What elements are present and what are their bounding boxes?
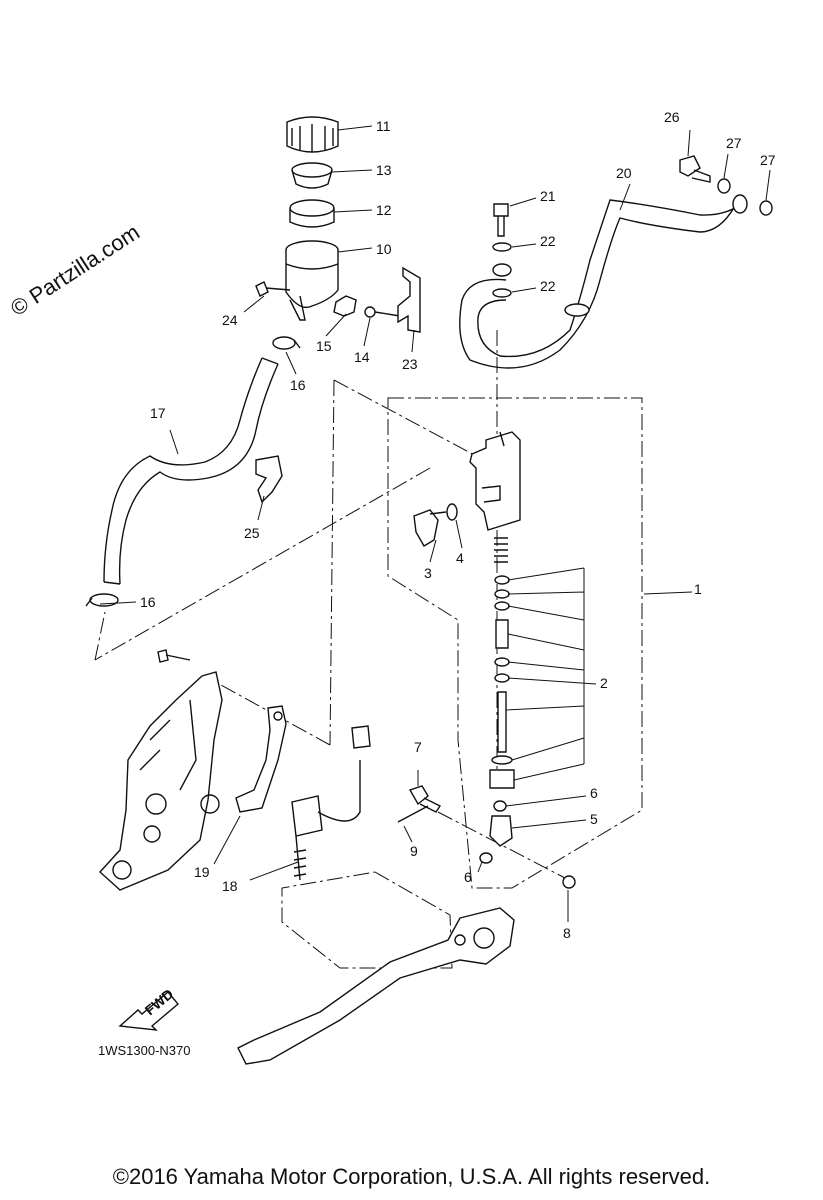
switch-bracket bbox=[235, 705, 287, 813]
piston-kit-stack bbox=[489, 537, 515, 789]
brake-light-switch bbox=[291, 725, 371, 881]
alignment-lines bbox=[94, 330, 566, 969]
pedal-washer bbox=[562, 875, 576, 889]
bracket-bolt-top bbox=[157, 649, 191, 663]
callout-8: 8 bbox=[563, 925, 571, 941]
footrest-bracket bbox=[99, 671, 223, 891]
nut-upper bbox=[493, 800, 507, 812]
cotter-pin bbox=[397, 805, 429, 823]
callout-12: 12 bbox=[376, 202, 392, 218]
hose-holder bbox=[255, 455, 283, 504]
copper-washer-22a bbox=[492, 242, 512, 252]
callout-22-lower: 22 bbox=[540, 278, 556, 294]
callout-5: 5 bbox=[590, 811, 598, 827]
diaphragm-holder bbox=[289, 199, 335, 228]
callout-16-upper: 16 bbox=[290, 377, 306, 393]
reservoir-diaphragm bbox=[291, 162, 333, 189]
clevis bbox=[489, 815, 513, 847]
tank-bolt bbox=[255, 281, 291, 297]
reservoir-hose bbox=[103, 357, 279, 585]
callout-24: 24 bbox=[222, 312, 238, 328]
assembly-outline bbox=[387, 397, 643, 889]
reservoir-bracket bbox=[397, 266, 421, 333]
diagram-code: 1WS1300-N370 bbox=[98, 1043, 191, 1058]
callout-14: 14 bbox=[354, 349, 370, 365]
bracket-bolt bbox=[364, 306, 401, 318]
hose-union-eye bbox=[492, 263, 512, 277]
callout-21: 21 bbox=[540, 188, 556, 204]
callout-16-lower: 16 bbox=[140, 594, 156, 610]
reservoir-tank bbox=[285, 240, 339, 321]
callout-4: 4 bbox=[456, 550, 464, 566]
brake-hose bbox=[459, 194, 748, 369]
callout-23: 23 bbox=[402, 356, 418, 372]
copper-washer-1 bbox=[717, 178, 731, 194]
callout-20: 20 bbox=[616, 165, 632, 181]
union-bolt bbox=[679, 155, 711, 183]
callout-10: 10 bbox=[376, 241, 392, 257]
callout-27-left: 27 bbox=[726, 135, 742, 151]
callout-13: 13 bbox=[376, 162, 392, 178]
callout-7: 7 bbox=[414, 739, 422, 755]
copyright-footer: ©2016 Yamaha Motor Corporation, U.S.A. A… bbox=[112, 1164, 711, 1189]
hose-joint-fitting bbox=[413, 509, 447, 547]
nut-lower bbox=[479, 852, 493, 864]
callout-18: 18 bbox=[222, 878, 238, 894]
callout-1: 1 bbox=[694, 581, 702, 597]
callout-11: 11 bbox=[376, 118, 391, 134]
callout-3: 3 bbox=[424, 565, 432, 581]
master-cylinder-body bbox=[469, 431, 521, 531]
callout-19: 19 bbox=[194, 864, 210, 880]
callout-25: 25 bbox=[244, 525, 260, 541]
clevis-pin bbox=[408, 785, 442, 813]
callout-9: 9 bbox=[410, 843, 418, 859]
callout-27-right: 27 bbox=[760, 152, 776, 168]
o-ring-joint bbox=[446, 503, 458, 521]
fwd-arrow: FWD bbox=[118, 986, 179, 1031]
leader-lines bbox=[99, 125, 771, 922]
copper-washer-2 bbox=[759, 200, 773, 216]
union-bolt-21 bbox=[493, 203, 509, 237]
callout-26: 26 bbox=[664, 109, 680, 125]
brake-pedal bbox=[237, 907, 515, 1065]
copper-washer-22b bbox=[492, 288, 512, 298]
callout-15: 15 bbox=[316, 338, 332, 354]
callout-2: 2 bbox=[600, 675, 608, 691]
callout-22-upper: 22 bbox=[540, 233, 556, 249]
callout-17: 17 bbox=[150, 405, 166, 421]
collar bbox=[333, 295, 357, 317]
reservoir-cap bbox=[286, 116, 339, 153]
callout-6-lower: 6 bbox=[464, 869, 472, 885]
hose-clamp-upper bbox=[272, 336, 301, 350]
callout-6-upper: 6 bbox=[590, 785, 598, 801]
